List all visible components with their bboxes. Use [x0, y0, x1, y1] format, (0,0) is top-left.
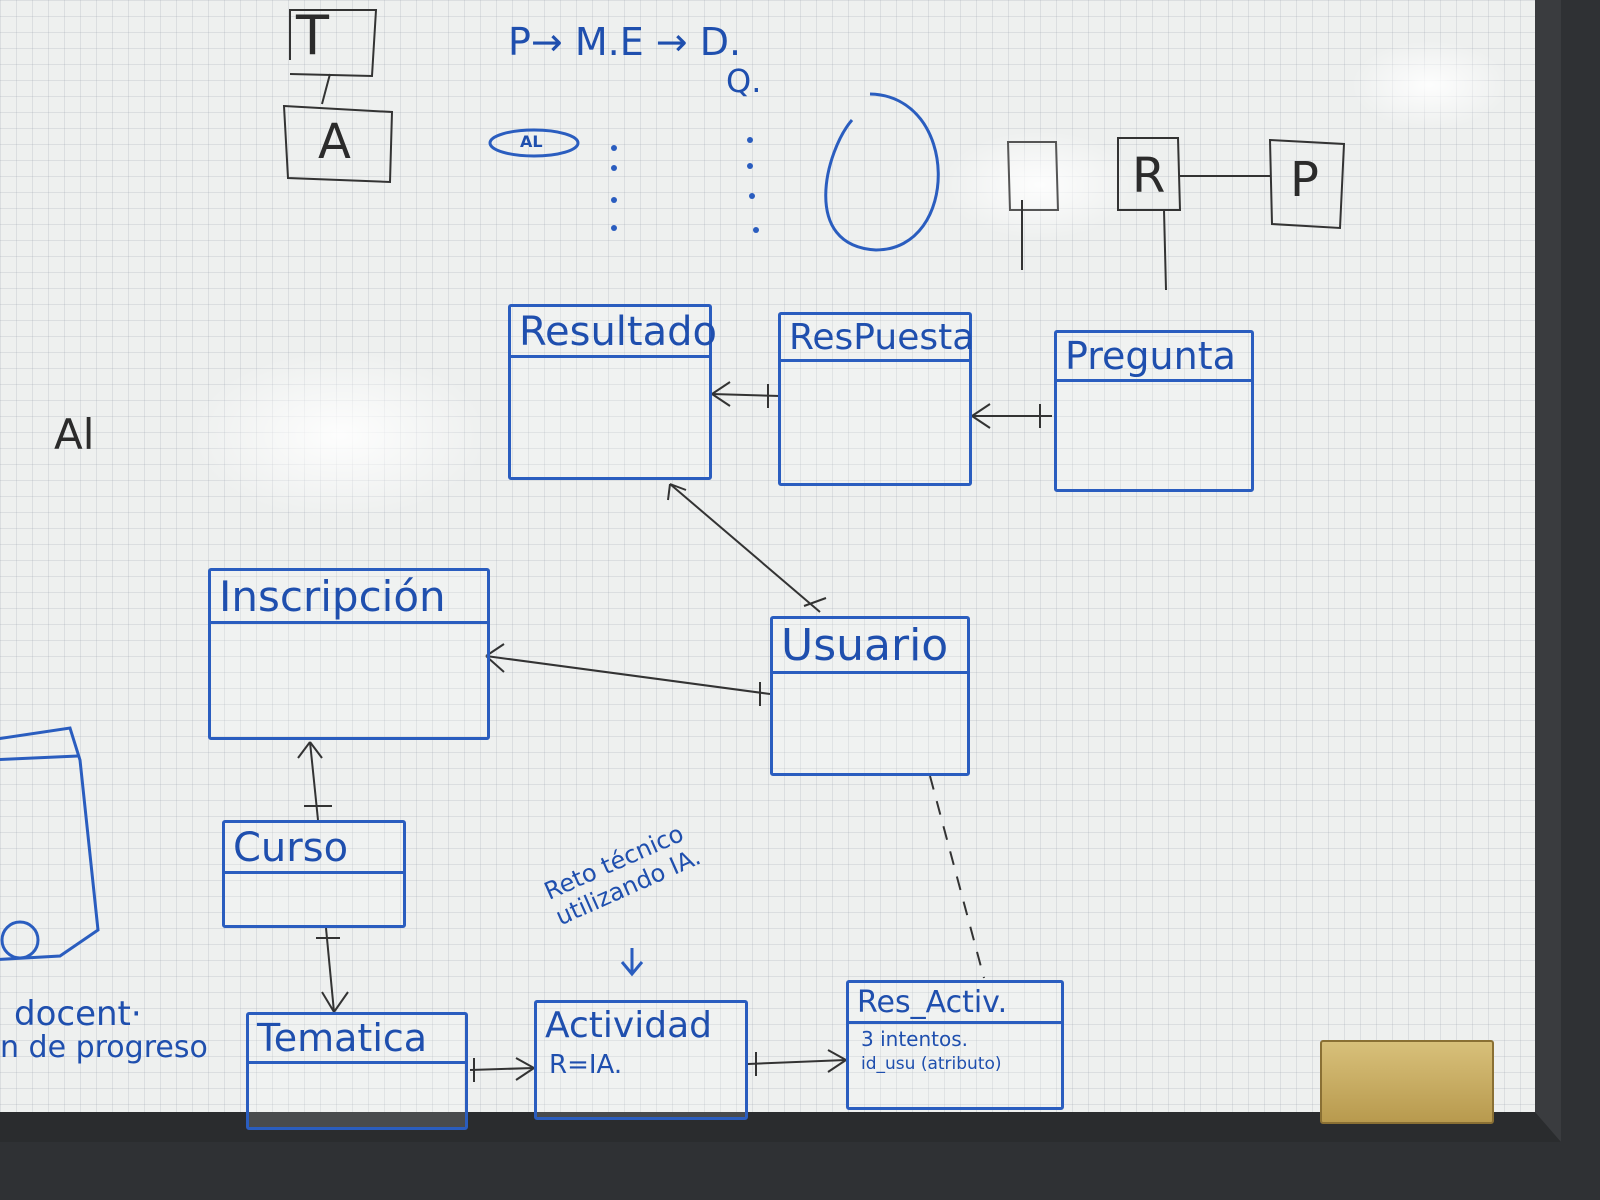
big-circle: [824, 92, 940, 252]
rel-inscripcion-usuario: [485, 655, 771, 695]
entity-actividad[interactable]: Actividad R=IA.: [534, 1000, 748, 1120]
dot: [747, 163, 753, 169]
entity-inscripcion[interactable]: Inscripción: [208, 568, 490, 740]
rel-curso-tematica: [325, 927, 335, 1013]
entity-attribute: 3 intentos.: [861, 1026, 968, 1051]
dot: [749, 193, 755, 199]
entity-pregunta[interactable]: Pregunta: [1054, 330, 1254, 492]
entity-name: Tematica: [249, 1015, 465, 1064]
entity-usuario[interactable]: Usuario: [770, 616, 970, 776]
crow-foot: [667, 483, 671, 501]
crow-foot: [827, 1059, 847, 1073]
dot: [611, 197, 617, 203]
crow-foot: [711, 381, 731, 395]
entity-resultado[interactable]: Resultado: [508, 304, 717, 480]
top-formula: P→ M.E → D.: [508, 20, 742, 64]
crow-foot: [971, 415, 991, 429]
entity-name: ResPuesta: [781, 315, 974, 362]
sketch-box-a-label: A: [318, 114, 351, 170]
al-oval: [488, 128, 580, 158]
crow-foot: [827, 1049, 847, 1061]
sketch-box-r-label: R: [1132, 148, 1166, 204]
glare-spot: [190, 350, 490, 520]
crow-foot: [515, 1057, 535, 1069]
rel-tematica-actividad: [469, 1067, 535, 1071]
left-sketch-circle: [0, 920, 40, 960]
dot: [611, 225, 617, 231]
entity-name: Usuario: [773, 619, 967, 675]
entity-name: Resultado: [511, 307, 717, 358]
entity-name: Pregunta: [1057, 333, 1251, 382]
left-docent: docent·: [14, 994, 142, 1034]
crow-foot: [321, 991, 335, 1013]
whiteboard-eraser[interactable]: [1320, 1040, 1494, 1124]
entity-attribute: id_usu (atributo): [861, 1053, 1002, 1074]
rel-actividad-resactiv: [747, 1059, 847, 1065]
entity-name: Inscripción: [211, 571, 487, 625]
crow-foot: [309, 741, 323, 759]
dot: [611, 145, 617, 151]
rel-resultado-respuesta: [711, 393, 781, 397]
glare-spot: [940, 130, 1140, 240]
sketch-box-p-label: P: [1290, 152, 1319, 208]
entity-curso[interactable]: Curso: [222, 820, 406, 928]
crow-foot: [333, 991, 349, 1013]
crow-foot: [711, 393, 731, 407]
sketch-box-t: [289, 9, 378, 78]
sketch-box-a: [282, 104, 394, 184]
sketch-box-y: [1006, 141, 1060, 211]
crow-foot: [297, 741, 311, 759]
rel-usuario-resactiv-dashed: [929, 775, 985, 979]
sketch-line: [1163, 209, 1167, 291]
glare-spot: [1350, 40, 1510, 130]
entity-respuesta[interactable]: ResPuesta: [778, 312, 974, 486]
entity-res-activ[interactable]: Res_Activ. 3 intentos. id_usu (atributo): [846, 980, 1064, 1110]
top-q: Q.: [726, 62, 762, 100]
dot: [611, 165, 617, 171]
dot: [753, 227, 759, 233]
crow-foot: [971, 403, 991, 417]
al-oval-label: AL: [520, 132, 543, 151]
left-al: Al: [54, 410, 95, 459]
sketch-box-t-label: T: [296, 4, 329, 67]
rel-resultado-usuario: [669, 483, 821, 613]
rel-inscripcion-curso: [309, 741, 319, 821]
sketch-box-r: [1117, 137, 1182, 211]
entity-name: Actividad: [545, 1005, 712, 1046]
left-notebook-edge: [0, 754, 79, 762]
entity-name: Res_Activ.: [849, 983, 1061, 1024]
crow-foot: [515, 1067, 535, 1081]
entity-name: Curso: [225, 823, 403, 874]
entity-tematica[interactable]: Tematica: [246, 1012, 468, 1130]
left-progreso: n de progreso: [0, 1030, 208, 1065]
crow-foot: [669, 483, 687, 491]
left-notebook: [0, 726, 100, 961]
arrow-head: [620, 961, 644, 977]
dot: [747, 137, 753, 143]
sketch-box-p: [1268, 138, 1346, 230]
entity-attribute: R=IA.: [549, 1049, 623, 1080]
bar-mark: [803, 597, 827, 607]
whiteboard: [0, 0, 1561, 1142]
sketch-line: [321, 73, 331, 105]
